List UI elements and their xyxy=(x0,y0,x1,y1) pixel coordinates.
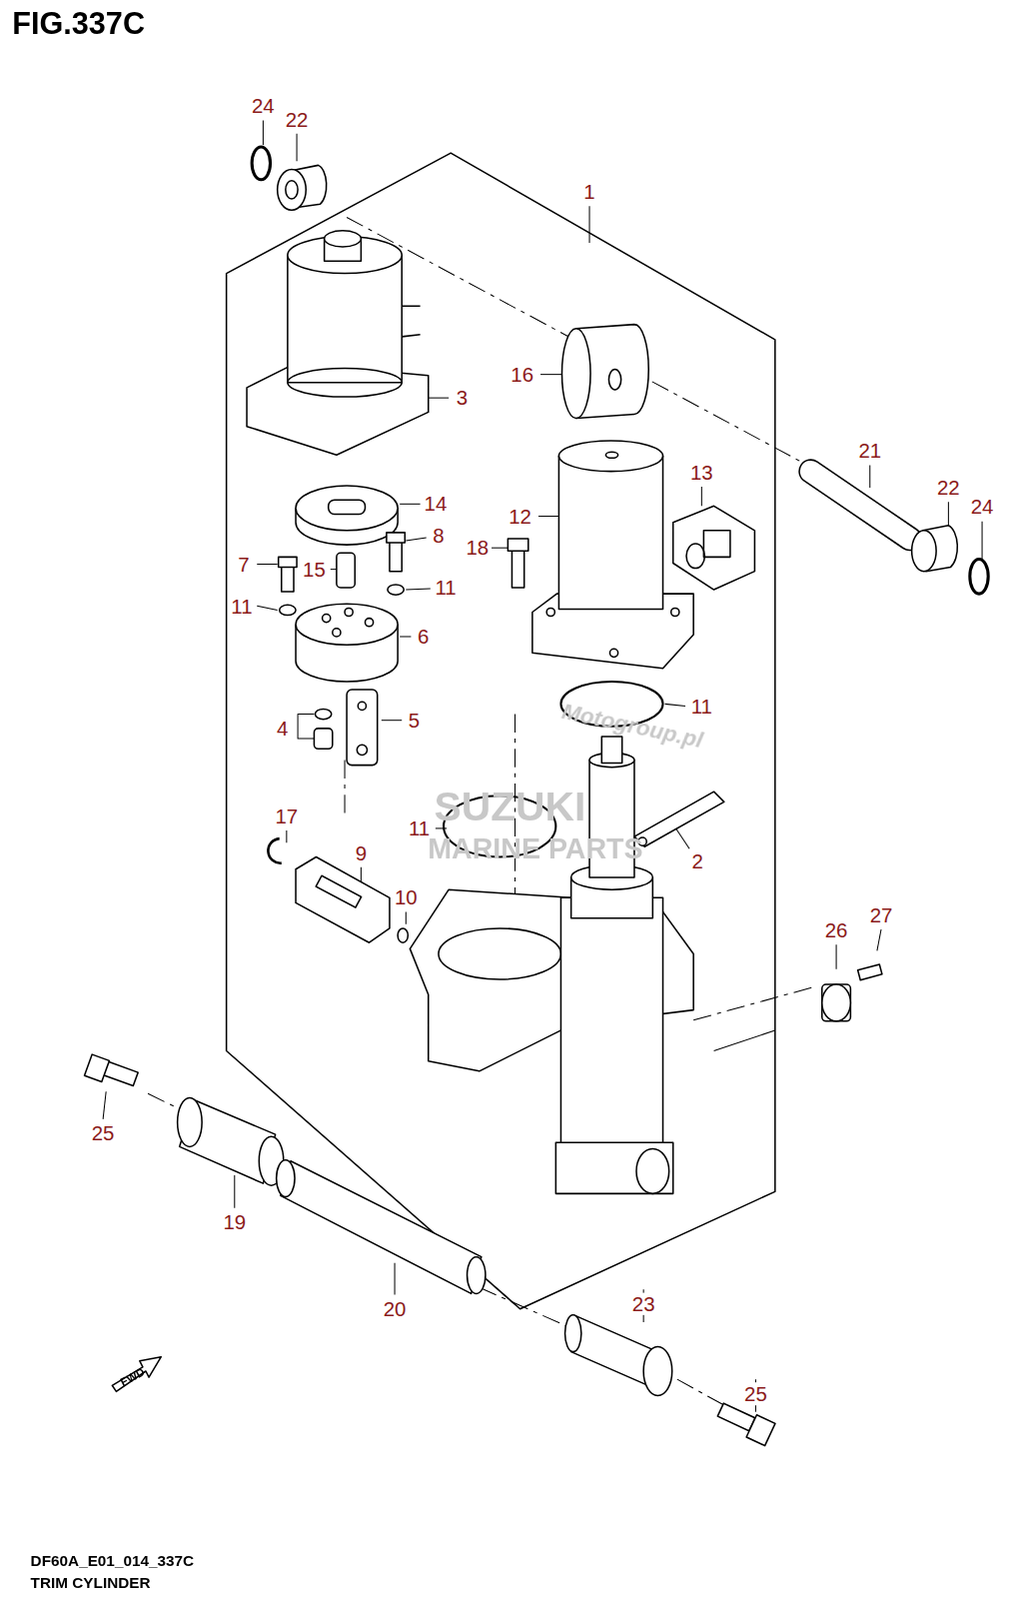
callout-number: 3 xyxy=(454,386,470,409)
direction-label: FWD xyxy=(118,1365,147,1388)
callout-number: 17 xyxy=(272,804,300,827)
callout-number: 14 xyxy=(421,492,449,515)
callout-number: 11 xyxy=(228,594,254,617)
callout-number: 19 xyxy=(220,1210,248,1233)
callout-number: 1 xyxy=(581,180,597,203)
callout-number: 27 xyxy=(868,903,896,926)
callout-number: 9 xyxy=(353,841,369,864)
callout-number: 25 xyxy=(742,1381,770,1404)
callout-number: 4 xyxy=(274,717,290,740)
callout-number: 11 xyxy=(432,576,458,599)
callout-number: 25 xyxy=(89,1121,117,1144)
watermark-text: MARINE PARTS xyxy=(427,834,643,864)
watermark-text: Motogroup.pl xyxy=(559,700,705,753)
callout-number: 22 xyxy=(283,107,311,130)
callout-number: 2 xyxy=(690,849,706,872)
callout-number: 8 xyxy=(430,524,446,547)
callout-number: 13 xyxy=(688,460,716,483)
callout-number: 26 xyxy=(823,919,851,942)
watermark-text: SUZUKI xyxy=(433,785,586,827)
figure-code: DF60A_E01_014_337C xyxy=(30,1552,194,1568)
callout-number: 12 xyxy=(506,504,534,527)
callout-number: 15 xyxy=(300,557,328,580)
callout-number: 18 xyxy=(463,536,491,559)
callout-number: 16 xyxy=(508,362,536,385)
callout-number: 5 xyxy=(406,708,422,731)
callout-number: 21 xyxy=(856,439,884,462)
callout-number: 10 xyxy=(392,886,420,909)
callout-number: 7 xyxy=(235,552,251,575)
figure-caption: TRIM CYLINDER xyxy=(30,1574,151,1590)
callout-number: 23 xyxy=(630,1291,658,1314)
figure-title: FIG.337C xyxy=(11,7,145,39)
callout-number: 20 xyxy=(381,1296,409,1319)
callout-number: 6 xyxy=(415,625,431,648)
callout-number: 24 xyxy=(969,495,997,518)
callout-number: 11 xyxy=(689,694,715,717)
callout-number: 24 xyxy=(249,94,277,117)
callout-number: 22 xyxy=(935,476,963,499)
